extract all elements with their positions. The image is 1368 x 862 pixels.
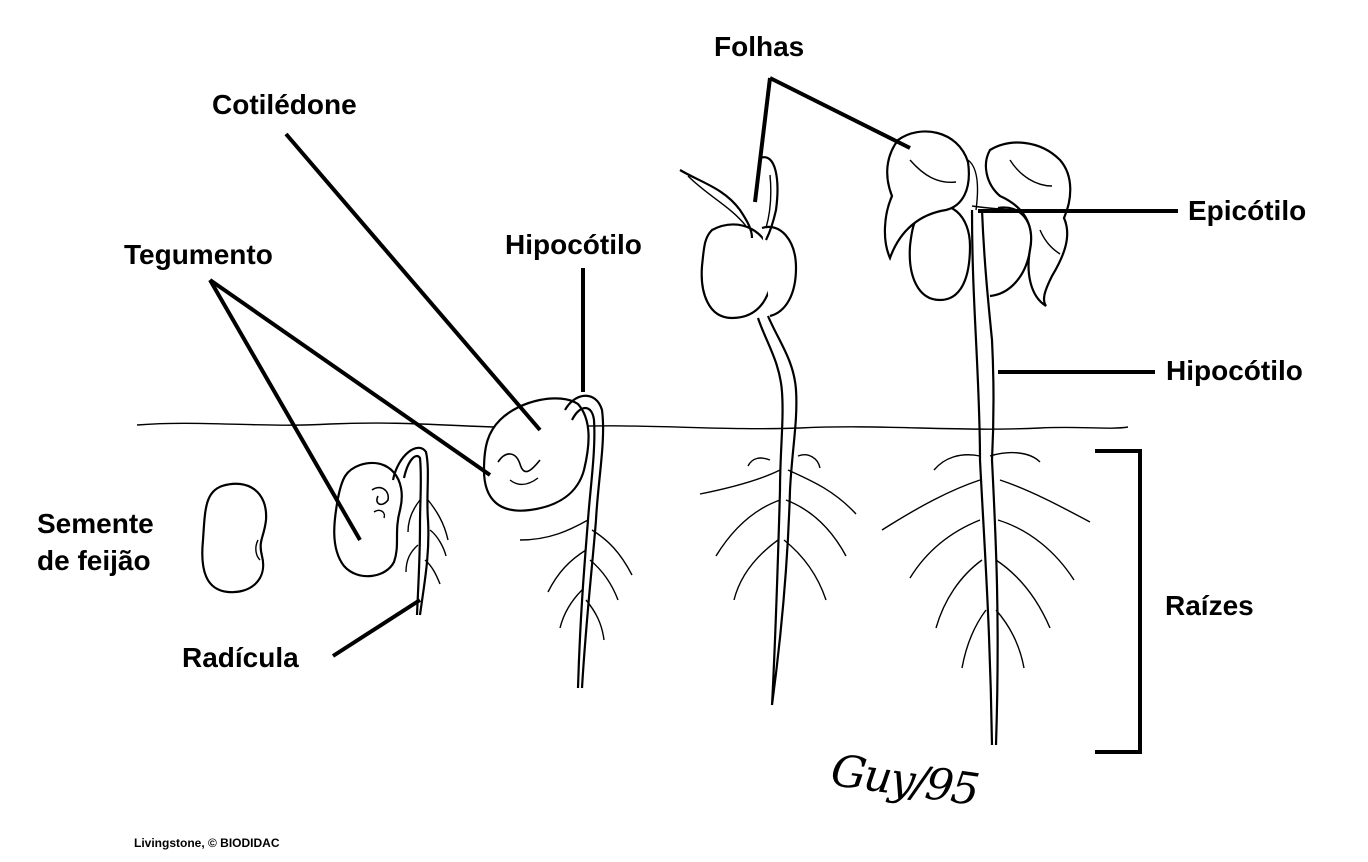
label-seed-coat: Tegumento (124, 239, 273, 270)
label-hypocotyl-top: Hipocótilo (505, 229, 642, 260)
label-seed-line-2: de feijão (37, 545, 151, 576)
label-seed: Semente de feijão (37, 505, 154, 579)
label-hypocotyl-right: Hipocótilo (1166, 355, 1303, 386)
credit-line: Livingstone, © BIODIDAC (134, 836, 280, 850)
label-radicle: Radícula (182, 642, 299, 673)
stage-3-hooked-seedling (482, 394, 633, 689)
leader-lines (208, 76, 1178, 658)
label-seed-line-1: Semente (37, 508, 154, 539)
label-roots: Raízes (1165, 590, 1254, 621)
stage-2-seed-radicle (333, 446, 449, 616)
stage-5-mature-plant (881, 130, 1091, 746)
label-leaves: Folhas (714, 31, 805, 62)
roots-bracket (1095, 449, 1142, 754)
soil-line (136, 422, 1129, 430)
stage-4-young-plant (679, 156, 857, 706)
stage-1-bean-seed (201, 482, 268, 594)
label-epicotyl: Epicótilo (1188, 195, 1307, 226)
label-cotyledon: Cotilédone (212, 89, 357, 120)
